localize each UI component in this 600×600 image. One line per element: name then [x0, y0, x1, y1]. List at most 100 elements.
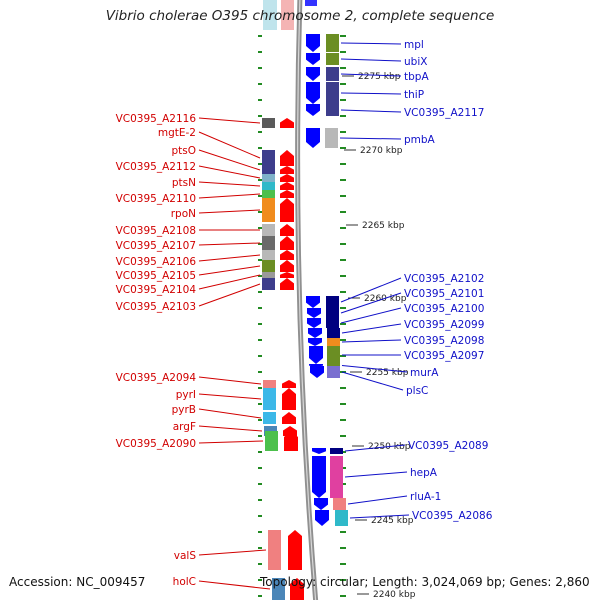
reverse-gene-label: argF [173, 421, 196, 433]
reverse-gene-label: rpoN [171, 208, 196, 220]
gene-label-leader [198, 131, 261, 159]
reverse-gene-holC: holC [173, 576, 304, 600]
forward-gene-rluA-1: rluA-1 [314, 491, 441, 510]
forward-gene-VC0395_A2101: VC0395_A2101 [307, 288, 484, 318]
reverse-gene-VC0395_A2116: VC0395_A2116 [116, 113, 294, 128]
gene-color-box [326, 82, 339, 104]
forward-strand-arrow [306, 128, 320, 148]
reverse-gene-label: VC0395_A2105 [116, 270, 196, 282]
reverse-strand-arrow [282, 388, 296, 410]
reverse-gene-label: valS [174, 550, 197, 562]
reverse-gene-label: VC0395_A2110 [116, 193, 196, 205]
gene-label-leader [198, 425, 263, 432]
forward-gene-label: ubiX [404, 56, 427, 68]
forward-strand-arrow [306, 82, 320, 104]
reverse-gene-mgtE-2: mgtE-2 [158, 127, 294, 166]
gene-color-box [327, 328, 340, 338]
gene-label-leader [349, 514, 410, 519]
reverse-gene-VC0395_A2103: VC0395_A2103 [116, 278, 294, 313]
gene-color-box [263, 412, 276, 424]
scale-tick-label: 2265 kbp [362, 221, 405, 231]
gene-label-leader [340, 42, 402, 45]
reverse-gene-VC0395_A2104: VC0395_A2104 [116, 272, 294, 296]
reverse-gene-label: VC0395_A2103 [116, 301, 196, 313]
forward-gene-mpl: mpl [306, 34, 424, 52]
forward-strand-arrow [314, 498, 328, 510]
reverse-gene-label: ptsO [171, 145, 196, 157]
reverse-gene-pyrB: pyrB [172, 404, 296, 424]
forward-strand-arrow [309, 346, 323, 364]
forward-gene-pmbA: pmbA [306, 128, 436, 148]
reverse-gene-VC0395_A2110: VC0395_A2110 [116, 190, 294, 205]
forward-strand-arrow [307, 308, 321, 318]
reverse-gene-label: ptsN [172, 177, 196, 189]
gene-color-box [326, 308, 339, 318]
forward-strand-arrow [308, 338, 322, 346]
gene-color-box [272, 578, 285, 600]
reverse-gene-label: VC0395_A2090 [116, 438, 196, 450]
gene-label-leader [198, 408, 262, 419]
reverse-gene-label: holC [173, 576, 196, 588]
gene-label-leader [198, 209, 261, 214]
reverse-gene-argF: argF [173, 421, 297, 436]
reverse-gene-label: pyrB [172, 404, 196, 416]
reverse-gene-label: VC0395_A2108 [116, 225, 196, 237]
forward-gene-label: VC0395_A2097 [404, 350, 484, 362]
forward-gene-VC0395_A2117: VC0395_A2117 [306, 104, 484, 119]
reverse-strand-arrow [280, 118, 294, 128]
scale-tick-label: 2275 kbp [358, 72, 401, 82]
gene-color-box [262, 198, 275, 222]
reverse-gene-pyrI: pyrI [176, 388, 296, 410]
forward-strand-arrow [306, 67, 320, 81]
gene-label-leader [198, 193, 261, 199]
gene-label-leader [198, 376, 262, 385]
gene-label-leader [340, 292, 402, 314]
gene-color-box [326, 53, 339, 65]
reverse-strand-arrow [290, 578, 304, 600]
forward-gene-thiP: thiP [306, 82, 424, 104]
accession-text: Accession: NC_009457 [9, 575, 146, 589]
reverse-gene-rpoN: rpoN [171, 198, 294, 222]
forward-strand-arrow [306, 104, 320, 116]
reverse-strand-arrow [284, 431, 298, 451]
gene-label-leader [198, 265, 261, 276]
forward-gene-label: mpl [404, 39, 424, 51]
forward-gene-label: VC0395_A2102 [404, 273, 484, 285]
forward-strand-arrow [312, 456, 326, 498]
reverse-gene-label: VC0395_A2116 [116, 113, 197, 125]
reverse-gene-label: VC0395_A2094 [116, 372, 197, 384]
gene-label-leader [340, 58, 402, 62]
forward-gene-VC0395_A2098: VC0395_A2098 [308, 335, 484, 347]
gene-label-leader [198, 165, 261, 179]
reverse-gene-label: pyrI [176, 389, 196, 401]
forward-gene-VC0395_A2102: VC0395_A2102 [306, 273, 484, 308]
forward-gene-label: VC0395_A2086 [412, 510, 493, 522]
forward-gene-VC0395_A2086: VC0395_A2086 [315, 510, 493, 526]
gene-color-box [325, 128, 338, 148]
gene-color-box [327, 366, 340, 378]
gene-label-leader [340, 92, 402, 95]
forward-gene-label: pmbA [404, 134, 436, 146]
gene-label-leader [340, 277, 402, 303]
forward-gene-VC0395_A2089: VC0395_A2089 [312, 440, 488, 454]
gene-label-leader [341, 323, 402, 334]
map-title: Vibrio cholerae O395 chromosome 2, compl… [105, 8, 495, 24]
reverse-gene-label: VC0395_A2106 [116, 256, 197, 268]
forward-gene-VC0395_A2100: VC0395_A2100 [307, 303, 484, 328]
gene-label-leader [344, 471, 408, 478]
gene-color-box [326, 318, 339, 328]
forward-gene-label: VC0395_A2101 [404, 288, 484, 300]
partial-gene-block [305, 0, 317, 6]
reverse-strand-arrow [282, 412, 296, 424]
reverse-gene-label: mgtE-2 [158, 127, 196, 139]
forward-strand-arrow [312, 448, 326, 454]
forward-gene-hepA: hepA [312, 456, 438, 498]
gene-color-box [262, 166, 275, 174]
gene-label-leader [341, 365, 408, 373]
forward-strand-arrow [308, 328, 322, 338]
gene-color-box [262, 260, 275, 272]
gene-label-leader [340, 73, 402, 77]
reverse-strand-arrow [280, 190, 294, 198]
gene-label-leader [198, 283, 261, 307]
